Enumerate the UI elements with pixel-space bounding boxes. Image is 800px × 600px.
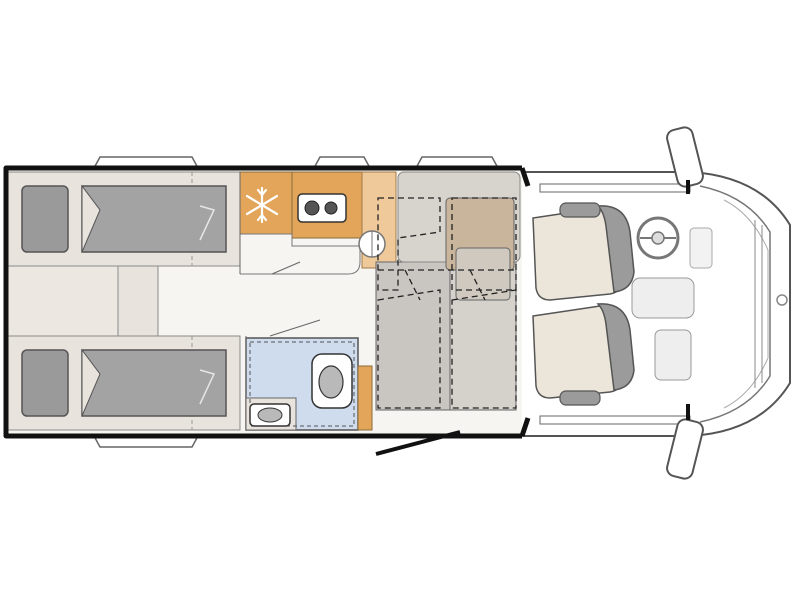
window-bottom-rear [93, 435, 199, 448]
side-mirror-bottom [666, 404, 704, 480]
window-top-front [415, 156, 499, 169]
kitchen-cabinet-light [358, 171, 397, 269]
mattress-left [81, 184, 227, 253]
passenger-seat [532, 303, 635, 406]
brand-logo-icon [776, 294, 788, 306]
toilet-icon [311, 353, 353, 409]
interior-partitions [239, 172, 321, 430]
pillow-right [21, 349, 69, 417]
kitchen-counter [239, 171, 363, 275]
dinette-seat-back [397, 171, 521, 301]
outer-wall [3, 165, 522, 439]
mattress-right [81, 348, 227, 417]
snowflake-icon [245, 186, 279, 224]
dining-table [377, 197, 517, 409]
bathroom-cabinet [357, 365, 373, 431]
bed-extension [7, 265, 159, 337]
steering-wheel-icon [636, 216, 680, 260]
window-top-rear [93, 156, 199, 169]
cooktop-icon [297, 193, 347, 223]
side-mirror-top [666, 126, 704, 194]
outer-wall-front-top [519, 167, 531, 187]
washbasin-icon [249, 403, 291, 427]
outer-wall-front-bottom [519, 417, 531, 437]
pillow-left [21, 185, 69, 253]
driver-seat [532, 202, 635, 301]
window-top-middle [313, 156, 371, 169]
dashboard [631, 227, 713, 381]
